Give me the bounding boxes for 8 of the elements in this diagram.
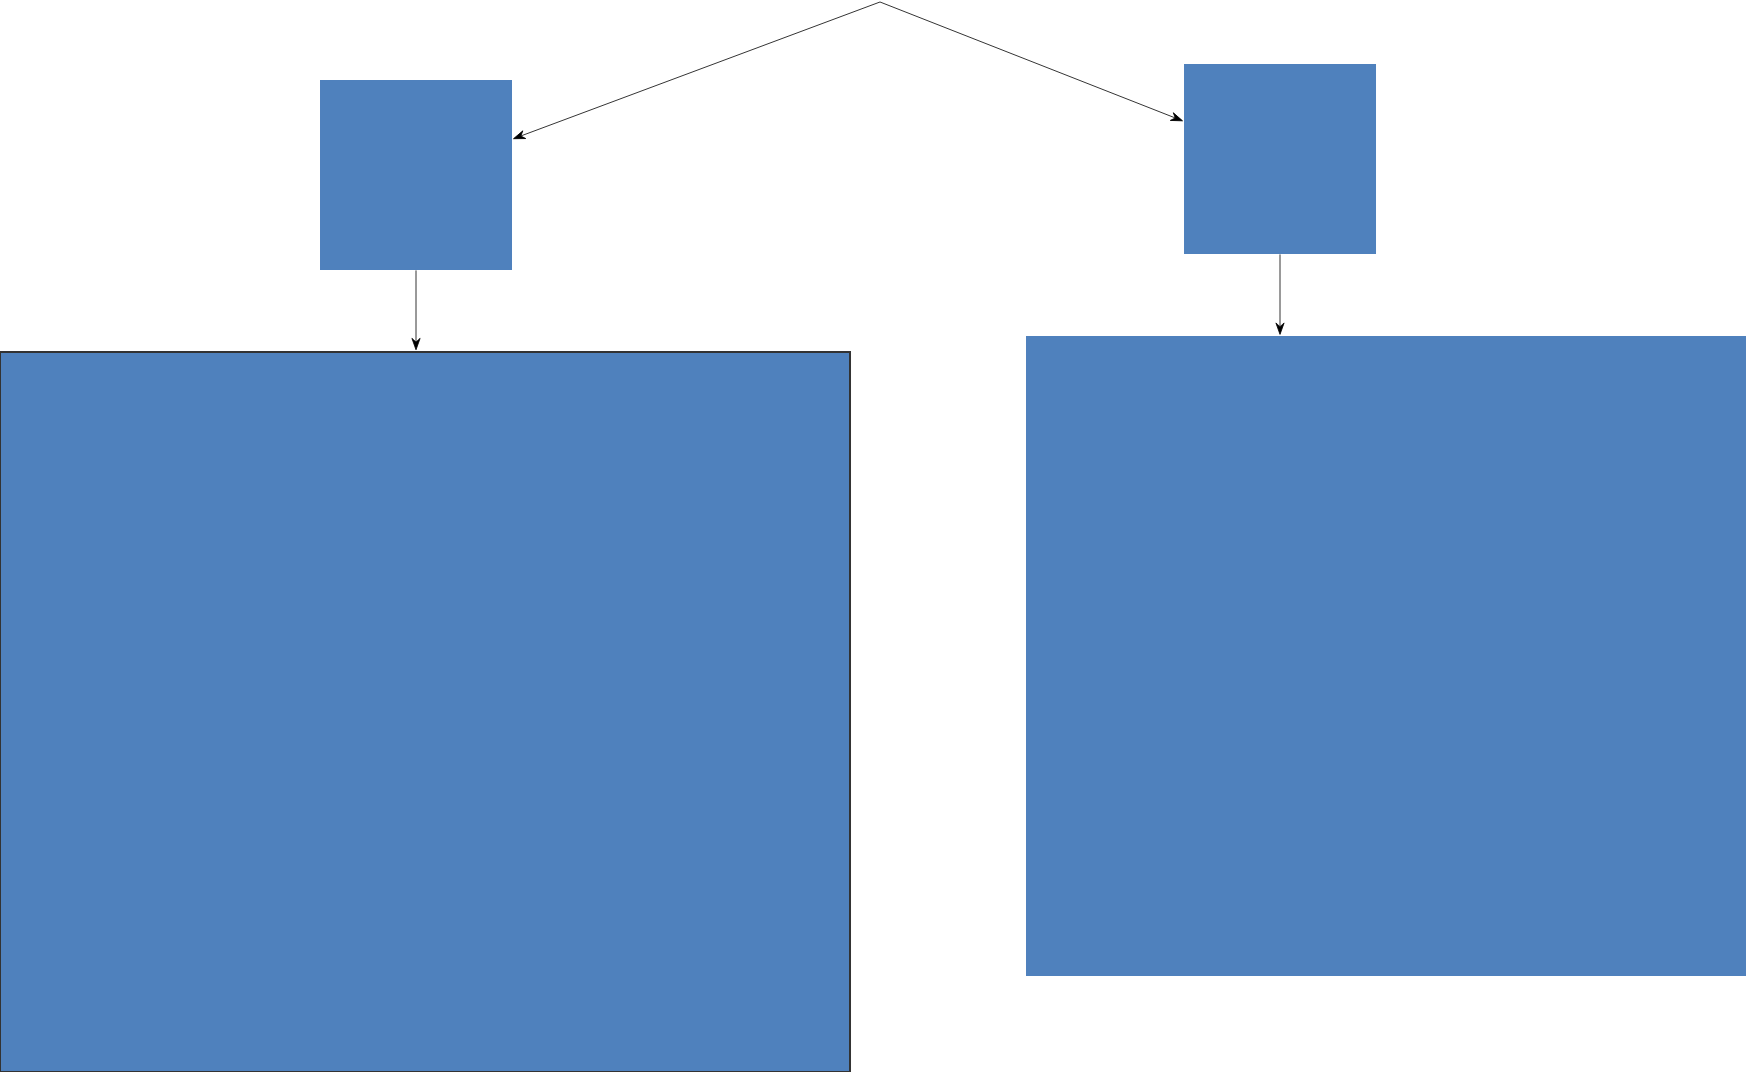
box	[1026, 336, 1746, 976]
arrow	[879, 1, 1183, 122]
arrow	[1275, 254, 1285, 335]
arrow	[411, 270, 421, 351]
arrow	[513, 1, 881, 140]
box	[0, 351, 851, 1072]
box	[1184, 64, 1376, 254]
box	[320, 80, 512, 270]
